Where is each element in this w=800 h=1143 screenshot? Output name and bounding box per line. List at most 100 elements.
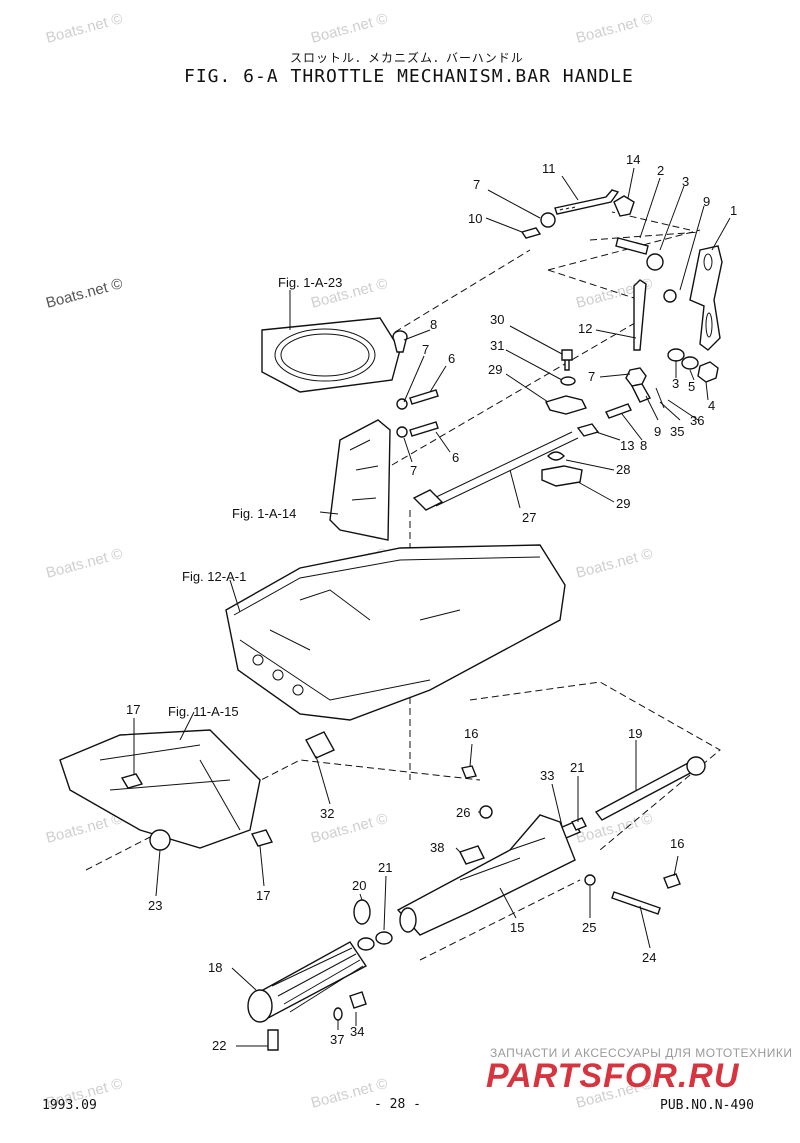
part-17-bushing [120, 773, 144, 789]
callout-8: 8 [640, 438, 647, 453]
callout-7: 7 [410, 463, 417, 478]
part-22-screw [267, 1029, 279, 1051]
ref-fig-11-a-15: Fig. 11-A-15 [168, 704, 239, 719]
ref-fig-1-a-14: Fig. 1-A-14 [232, 506, 296, 521]
callout-22: 22 [212, 1038, 226, 1053]
part-21-collar-lower2 [357, 937, 375, 951]
callout-16: 16 [464, 726, 478, 741]
callout-7: 7 [473, 177, 480, 192]
callout-33: 33 [540, 768, 554, 783]
footer-page-number: - 28 - [374, 1097, 421, 1112]
part-30-bolt [561, 349, 573, 371]
callout-32: 32 [320, 806, 334, 821]
callout-13: 13 [620, 438, 634, 453]
callout-10: 10 [468, 211, 482, 226]
callout-35: 35 [670, 424, 684, 439]
part-13-link [576, 423, 600, 437]
part-29-clamp [545, 395, 587, 415]
part-7-nut [540, 212, 556, 228]
callout-3: 3 [682, 174, 689, 189]
callout-17: 17 [126, 702, 140, 717]
callout-4: 4 [708, 398, 715, 413]
part-9-clip [630, 383, 652, 403]
part-29-clamp-lower [541, 465, 583, 487]
callout-24: 24 [642, 950, 656, 965]
part-28-clip [547, 451, 565, 461]
fig-11-a-15-bracket [59, 729, 261, 849]
callout-16: 16 [670, 836, 684, 851]
callout-7: 7 [588, 369, 595, 384]
part-8-screw [392, 330, 408, 353]
part-21-collar-lower [375, 931, 393, 945]
fig-12-a-1-cowling [225, 544, 566, 721]
callout-21: 21 [570, 760, 584, 775]
part-6-bolt2 [409, 421, 439, 437]
callout-6: 6 [452, 450, 459, 465]
ref-fig-1-a-23: Fig. 1-A-23 [278, 275, 342, 290]
callout-37: 37 [330, 1032, 344, 1047]
part-15-handle-body [396, 814, 576, 936]
part-2-bolt [615, 237, 649, 255]
part-16-screw-lower [663, 873, 681, 889]
part-7-nut-left2 [396, 426, 408, 438]
callout-7: 7 [422, 342, 429, 357]
callout-38: 38 [430, 840, 444, 855]
part-4-nut [697, 361, 719, 383]
callout-30: 30 [490, 312, 504, 327]
brand-logo: PARTSFOR.RU [486, 1057, 740, 1095]
part-21-collar [571, 817, 587, 831]
callout-20: 20 [352, 878, 366, 893]
callout-14: 14 [626, 152, 640, 167]
page-title-japanese: スロットル．メカニズム．バーハンドル [290, 51, 524, 65]
callout-26: 26 [456, 805, 470, 820]
part-20-spacer [353, 899, 371, 925]
part-23-knob [149, 829, 171, 851]
part-18-grip [247, 941, 368, 1023]
callout-18: 18 [208, 960, 222, 975]
part-32-friction [305, 731, 335, 759]
callout-31: 31 [490, 338, 504, 353]
part-26-nut [479, 805, 493, 819]
part-31-washer [560, 376, 576, 386]
part-6-bolt [409, 389, 439, 405]
callout-9: 9 [703, 194, 710, 209]
callout-36: 36 [690, 413, 704, 428]
callout-34: 34 [350, 1024, 364, 1039]
part-7-nut-mid [625, 367, 647, 387]
part-9-nut [663, 289, 677, 303]
callout-12: 12 [578, 321, 592, 336]
fig-1-a-14-bracket [329, 419, 391, 541]
brand-subtitle: ЗАПЧАСТИ И АКСЕССУАРЫ ДЛЯ МОТОТЕХНИКИ [490, 1046, 793, 1060]
part-34-cap [349, 991, 367, 1009]
footer-date: 1993.09 [42, 1098, 97, 1113]
callout-17: 17 [256, 888, 270, 903]
part-8-bolt [605, 403, 632, 419]
part-7-nut-left [396, 398, 408, 410]
part-1-lever [689, 245, 723, 351]
callout-21: 21 [378, 860, 392, 875]
part-38-decal [459, 845, 485, 865]
callout-29: 29 [616, 496, 630, 511]
part-10-pin [520, 227, 542, 239]
callout-28: 28 [616, 462, 630, 477]
page-title: FIG. 6-A THROTTLE MECHANISM.BAR HANDLE [184, 66, 634, 87]
callout-29: 29 [488, 362, 502, 377]
callout-23: 23 [148, 898, 162, 913]
callout-15: 15 [510, 920, 524, 935]
part-5-washer [681, 356, 699, 370]
callout-11: 11 [542, 161, 556, 176]
part-16-screw [461, 765, 477, 779]
callout-2: 2 [657, 163, 664, 178]
part-24-bolt [611, 891, 661, 915]
callout-25: 25 [582, 920, 596, 935]
fig-1-a-23-ring [261, 317, 401, 393]
part-25-washer [584, 874, 596, 886]
callout-3: 3 [672, 376, 679, 391]
part-14-clip [613, 195, 635, 217]
part-12-rod [633, 279, 647, 351]
callout-8: 8 [430, 317, 437, 332]
part-37-washer [333, 1007, 343, 1021]
callout-19: 19 [628, 726, 642, 741]
callout-1: 1 [730, 203, 737, 218]
